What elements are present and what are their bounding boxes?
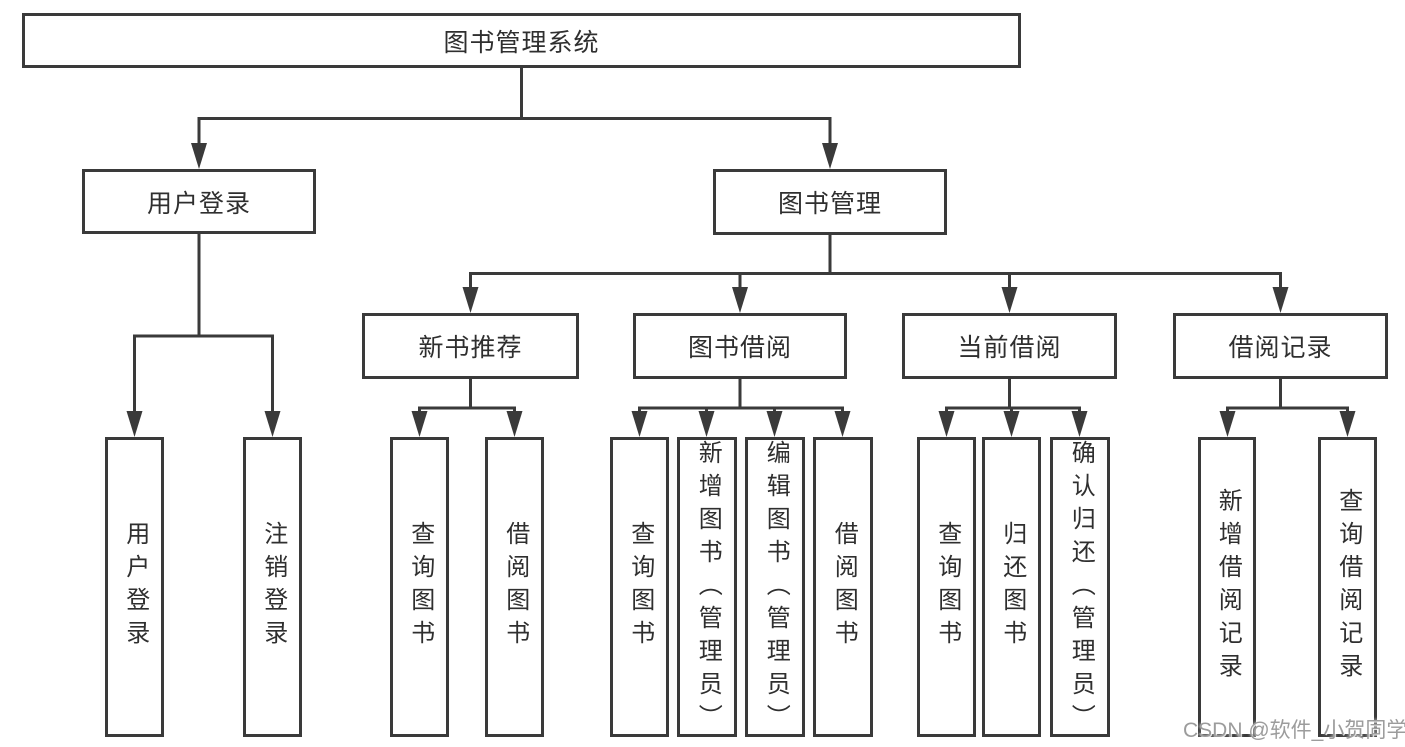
- leaf-label: 查询图书: [406, 521, 434, 653]
- node-new-book-recommend: 新书推荐: [362, 313, 579, 379]
- leaf-label: 新增借阅记录: [1214, 488, 1242, 686]
- leaf-return-book: 归还图书: [982, 437, 1041, 737]
- leaf-confirm-return-admin: 确认归还（管理员）: [1050, 437, 1110, 737]
- leaf-query-borrow-record: 查询借阅记录: [1318, 437, 1377, 737]
- leaf-label: 确认归还（管理员）: [1067, 440, 1095, 737]
- node-current-borrow: 当前借阅: [902, 313, 1117, 379]
- leaf-edit-book-admin: 编辑图书（管理员）: [745, 437, 805, 737]
- leaf-query-book: 查询图书: [610, 437, 669, 737]
- node-borrow-records: 借阅记录: [1173, 313, 1388, 379]
- node-book-borrow: 图书借阅: [633, 313, 847, 379]
- node-book-management: 图书管理: [713, 169, 947, 235]
- leaf-label: 归还图书: [998, 521, 1026, 653]
- leaf-label: 注销登录: [259, 521, 287, 653]
- node-root: 图书管理系统: [22, 13, 1021, 68]
- leaf-label: 用户登录: [121, 521, 149, 653]
- leaf-query-book: 查询图书: [390, 437, 449, 737]
- connector-lines: [133, 66, 1349, 413]
- leaf-add-book-admin: 新增图书（管理员）: [677, 437, 737, 737]
- leaf-label: 借阅图书: [501, 521, 529, 653]
- leaf-label: 编辑图书（管理员）: [762, 440, 790, 737]
- leaf-logout-login: 注销登录: [243, 437, 302, 737]
- leaf-label: 查询图书: [626, 521, 654, 653]
- watermark: CSDN @软件_小贺同学: [1183, 719, 1405, 742]
- leaf-label: 新增图书（管理员）: [694, 440, 722, 737]
- leaf-label: 借阅图书: [830, 521, 858, 653]
- node-user-login: 用户登录: [82, 169, 316, 234]
- leaf-query-book: 查询图书: [917, 437, 976, 737]
- arrow-heads: [126, 143, 1356, 437]
- leaf-add-borrow-record: 新增借阅记录: [1198, 437, 1256, 737]
- leaf-user-login: 用户登录: [105, 437, 164, 737]
- leaf-borrow-book: 借阅图书: [485, 437, 544, 737]
- leaf-label: 查询借阅记录: [1334, 488, 1362, 686]
- leaf-label: 查询图书: [933, 521, 961, 653]
- leaf-borrow-book: 借阅图书: [813, 437, 873, 737]
